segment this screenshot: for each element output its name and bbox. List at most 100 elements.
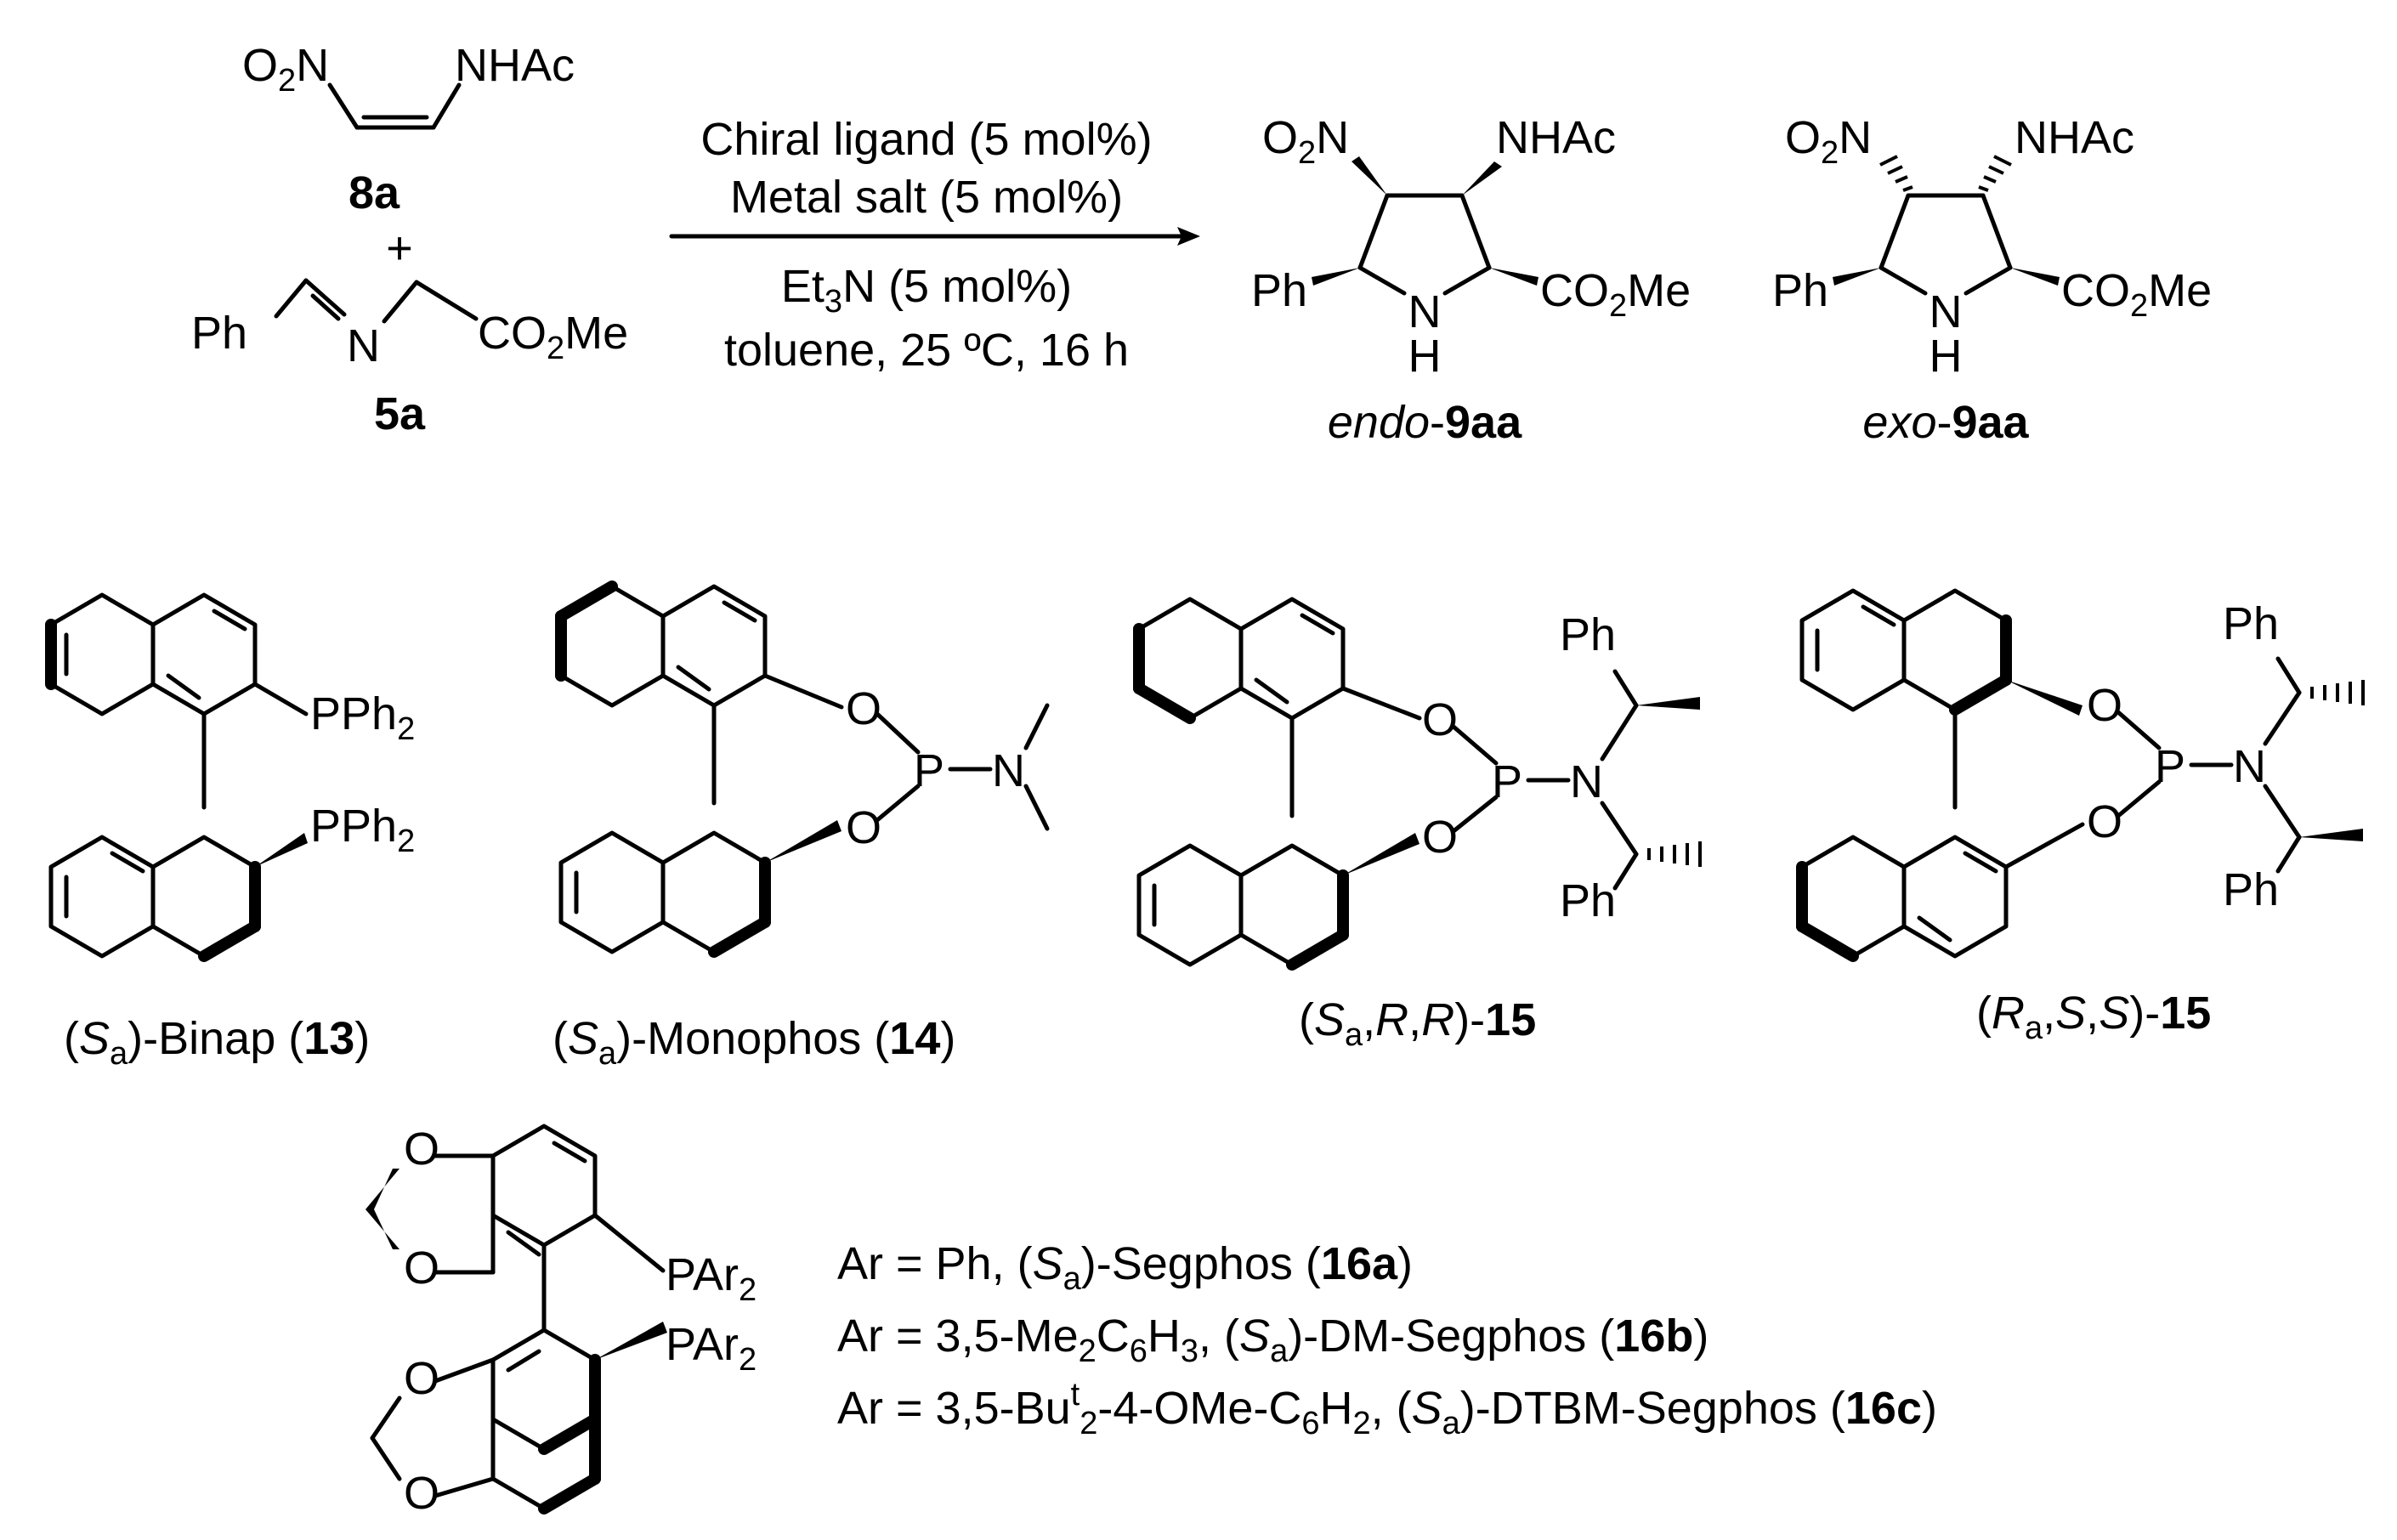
bond bbox=[1963, 851, 1998, 874]
condition-solvent: toluene, 25 ºC, 16 h bbox=[724, 325, 1129, 376]
exo-hash-amide bbox=[1978, 155, 2012, 192]
wedge-bond bbox=[1343, 833, 1420, 875]
reagent-8a-amide: NHAc bbox=[455, 40, 575, 91]
bond bbox=[1964, 265, 2013, 296]
bond bbox=[2275, 835, 2302, 874]
bold-bond bbox=[198, 920, 261, 962]
bond bbox=[1917, 915, 1952, 943]
bond bbox=[1612, 852, 1639, 891]
plus-sign: + bbox=[386, 223, 413, 274]
bond bbox=[166, 673, 201, 700]
bond bbox=[327, 82, 360, 130]
bold-bond bbox=[708, 916, 771, 958]
reagent-5a-ester: CO2Me bbox=[478, 308, 628, 366]
l15rss-n: N bbox=[2233, 741, 2266, 792]
bond bbox=[2275, 656, 2302, 695]
ring bbox=[150, 592, 258, 716]
bond bbox=[2010, 268, 2060, 286]
bond bbox=[1861, 604, 1896, 627]
exo-amide: NHAc bbox=[2014, 112, 2134, 163]
bond bbox=[1352, 156, 1387, 195]
reagent-5a-n: N bbox=[347, 320, 380, 371]
segphos-o3: O bbox=[404, 1353, 439, 1404]
segphos-par2-bottom: PAr2 bbox=[666, 1319, 756, 1378]
monophos-p: P bbox=[914, 745, 944, 796]
bond bbox=[2116, 779, 2162, 818]
bond bbox=[1459, 193, 1492, 270]
l15rss-ph-top: Ph bbox=[2223, 598, 2279, 649]
monophos-n: N bbox=[992, 745, 1025, 796]
wedge-bond bbox=[1636, 697, 1700, 710]
bond bbox=[506, 1349, 541, 1373]
bond bbox=[1357, 265, 1407, 296]
ring bbox=[660, 584, 768, 708]
bond bbox=[1612, 669, 1639, 708]
wedge-bond bbox=[2299, 829, 2363, 841]
bond bbox=[552, 1141, 587, 1163]
wedge-bond bbox=[595, 1322, 667, 1360]
endo-nh-h: H bbox=[1408, 331, 1442, 382]
ligand-15-ra-s-s: O O P N Ph Ph (Ra,S,S)-15 bbox=[1796, 588, 2365, 1046]
ligand-monophos-14: O O P N (Sa)-Monophos (14) bbox=[552, 580, 1050, 1072]
bond bbox=[2003, 822, 2085, 869]
bond bbox=[1489, 268, 1538, 286]
bond bbox=[414, 280, 479, 321]
bond bbox=[1340, 686, 1422, 721]
bond bbox=[274, 278, 309, 319]
methyl-bond bbox=[1023, 703, 1050, 750]
bond bbox=[722, 600, 757, 623]
hashed-bond bbox=[1647, 841, 1702, 867]
bond bbox=[1600, 801, 1639, 857]
binap-pph2-bottom: PPh2 bbox=[310, 801, 415, 859]
exo-nh-n: N bbox=[1930, 286, 1963, 337]
exo-nitro: O2N bbox=[1785, 112, 1872, 171]
bold-bond bbox=[1286, 929, 1349, 971]
bond bbox=[1878, 265, 1928, 296]
segphos-par2-top: PAr2 bbox=[666, 1249, 756, 1308]
bold-bond bbox=[1133, 682, 1196, 724]
reaction-arrow: Chiral ligand (5 mol%) Metal salt (5 mol… bbox=[669, 114, 1200, 376]
segphos-legend-16a: Ar = Ph, (Sa)-Segphos (16a) bbox=[837, 1238, 1413, 1297]
reagent-5a: Ph N CO2Me 5a bbox=[191, 278, 628, 439]
bond bbox=[370, 1396, 402, 1441]
bond bbox=[382, 280, 419, 324]
segphos-o4: O bbox=[404, 1468, 439, 1519]
ring bbox=[1238, 597, 1346, 721]
bond bbox=[1312, 268, 1360, 286]
wedge-bond bbox=[2006, 680, 2082, 716]
ring bbox=[1901, 835, 2009, 959]
ligand-15-sa-r-r: O O P N Ph Ph (Sa,R,R)-15 bbox=[1133, 597, 1702, 1053]
bond bbox=[506, 1230, 541, 1257]
bold-bond bbox=[366, 1169, 400, 1249]
bond bbox=[762, 673, 844, 710]
l15srr-ph-top: Ph bbox=[1560, 609, 1616, 660]
ligand-segphos-16: O O PAr2 PAr2 O O Ar = Ph, (Sa)-Segphos … bbox=[366, 1124, 1937, 1519]
binap-pph2-top: PPh2 bbox=[310, 688, 415, 747]
bond bbox=[1600, 703, 1639, 762]
segphos-legend-16b: Ar = 3,5-Me2C6H3, (Sa)-DM-Segphos (16b) bbox=[837, 1311, 1708, 1369]
l15srr-o-bottom: O bbox=[1422, 812, 1458, 863]
exo-hash-nitro bbox=[1879, 155, 1913, 192]
bond bbox=[1442, 265, 1492, 296]
hashed-bond bbox=[2310, 680, 2365, 705]
methyl-bond bbox=[1023, 784, 1050, 831]
l15rss-o-bottom: O bbox=[2087, 796, 2122, 847]
bond bbox=[2263, 690, 2302, 746]
exo-nh-h: H bbox=[1930, 331, 1963, 382]
bond bbox=[110, 851, 145, 874]
bond bbox=[676, 665, 711, 692]
bond bbox=[433, 1357, 496, 1384]
bold-bond bbox=[538, 1473, 601, 1515]
reagent-8a: O2N NHAc 8a bbox=[242, 40, 575, 218]
wedge-bond bbox=[765, 820, 842, 863]
bond bbox=[1980, 193, 2013, 270]
reagent-5a-ph: Ph bbox=[191, 308, 247, 359]
bond bbox=[875, 784, 921, 823]
bond bbox=[1878, 193, 1911, 270]
segphos-o2: O bbox=[404, 1243, 439, 1294]
bond bbox=[2116, 710, 2162, 750]
exo-ester: CO2Me bbox=[2061, 265, 2212, 324]
exo-label: exo-9aa bbox=[1862, 397, 2029, 448]
monophos-o-bottom: O bbox=[846, 802, 881, 853]
